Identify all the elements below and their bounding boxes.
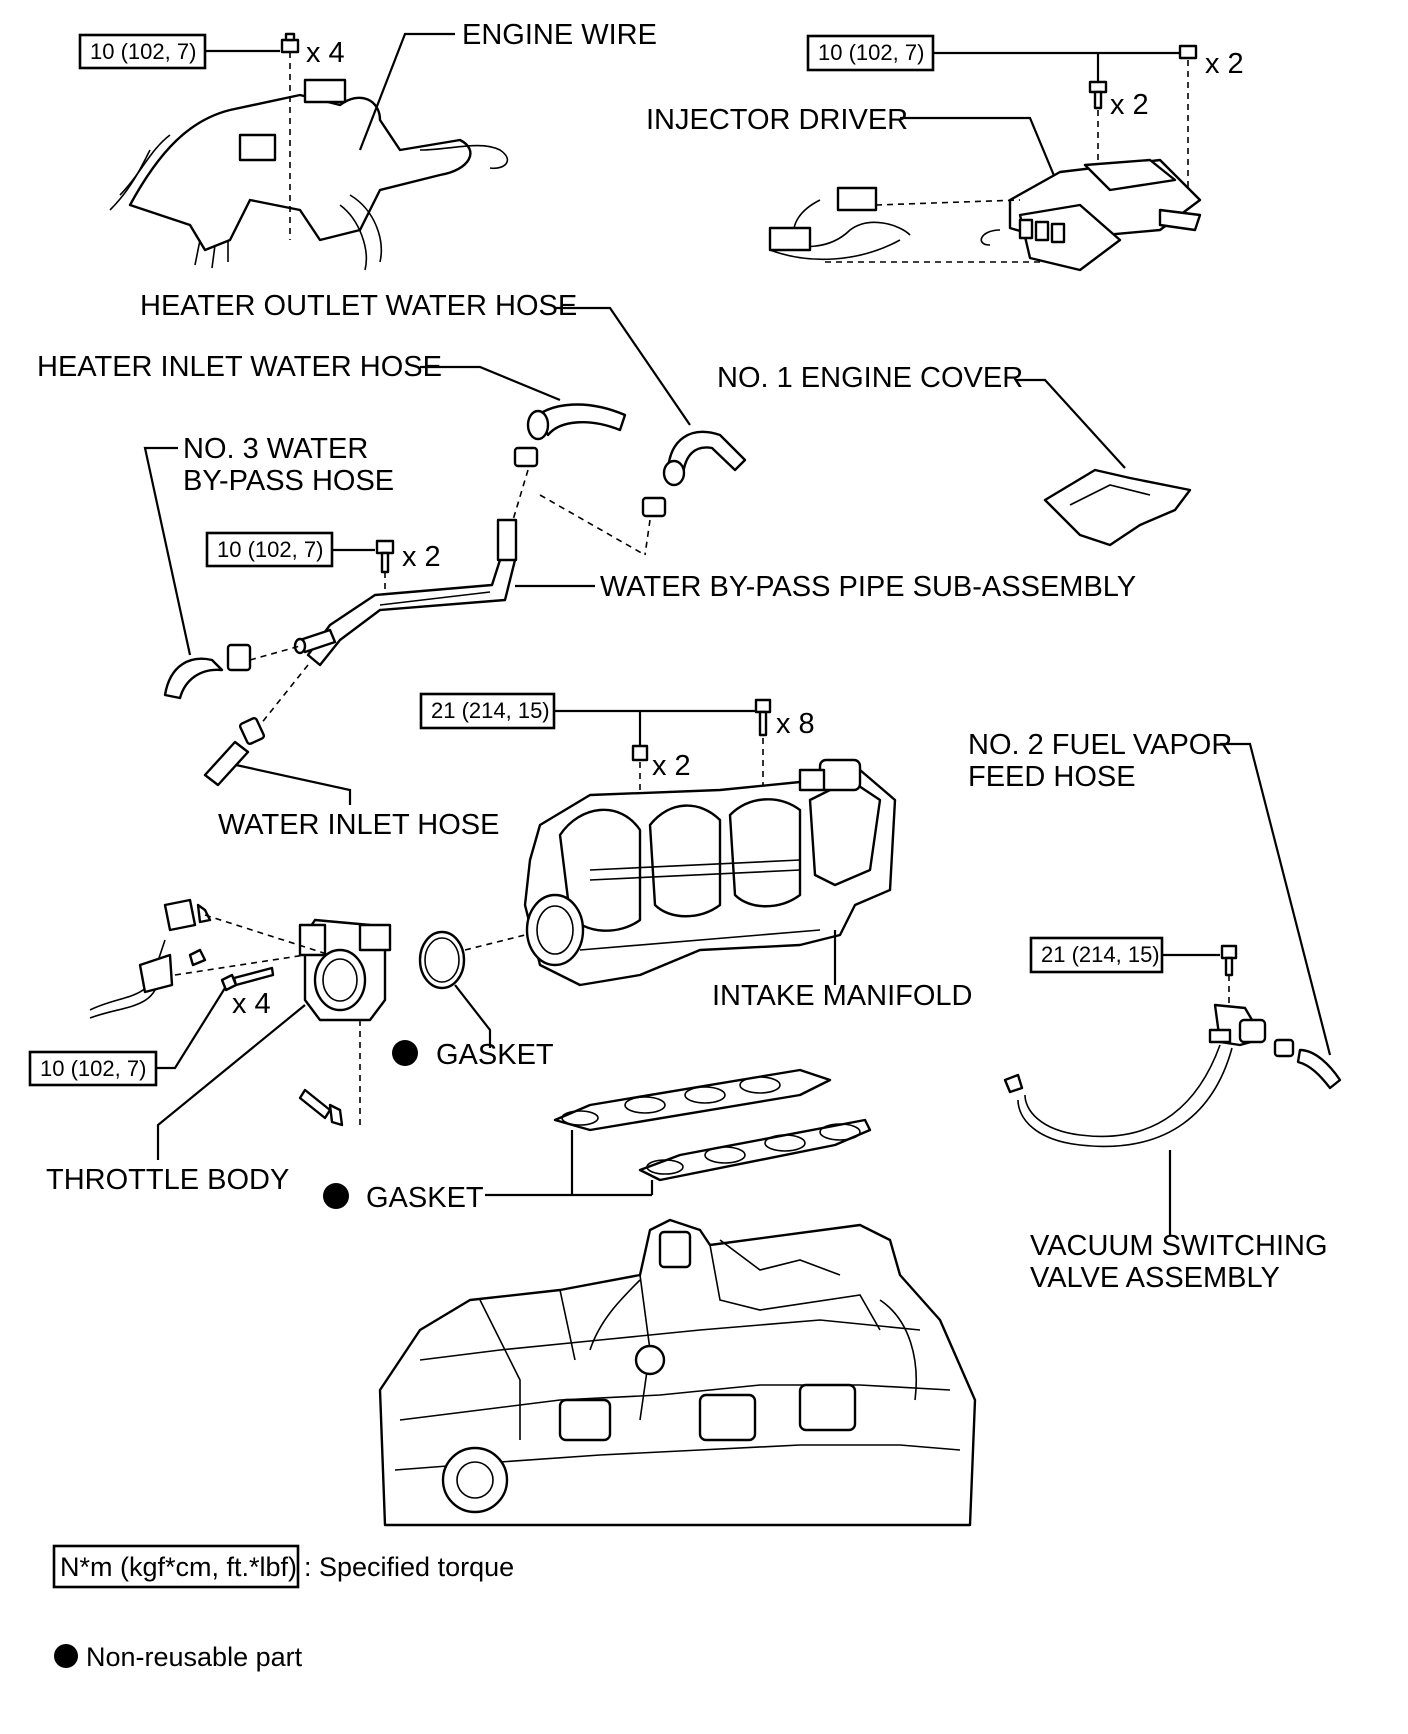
non-reusable-marker-2 bbox=[323, 1183, 349, 1209]
legend-torque-box bbox=[52, 1544, 300, 1589]
qty-injector-driver-bolts: x 2 bbox=[1110, 89, 1149, 121]
label-no3-bypass-line2: BY-PASS HOSE bbox=[183, 465, 394, 497]
torque-box-engine-wire bbox=[78, 33, 207, 70]
legend-non-reusable-marker bbox=[54, 1644, 78, 1668]
intake-manifold-part bbox=[523, 758, 897, 987]
label-fuel-vapor-line1: NO. 2 FUEL VAPOR bbox=[968, 729, 1232, 761]
qty-engine-wire-nuts: x 4 bbox=[306, 37, 345, 69]
label-heater-inlet-hose: HEATER INLET WATER HOSE bbox=[37, 351, 442, 383]
manifold-bolt bbox=[754, 698, 772, 737]
fuel-vapor-hose-part bbox=[1273, 1038, 1342, 1090]
label-gasket-2: GASKET bbox=[366, 1182, 484, 1214]
hose-clip-2 bbox=[641, 496, 667, 518]
qty-injector-driver-nuts: x 2 bbox=[1205, 48, 1244, 80]
label-fuel-vapor-line2: FEED HOSE bbox=[968, 761, 1136, 793]
engine-assembly-part bbox=[378, 1218, 977, 1527]
intake-manifold-gaskets-part bbox=[553, 1068, 872, 1182]
torque-box-intake-manifold bbox=[419, 692, 556, 730]
manifold-nut bbox=[631, 744, 649, 762]
torque-engine-wire: 10 (102, 7) bbox=[90, 39, 196, 64]
label-heater-outlet-hose: HEATER OUTLET WATER HOSE bbox=[140, 290, 577, 322]
label-no3-bypass-line1: NO. 3 WATER bbox=[183, 433, 368, 465]
water-bypass-pipe-part bbox=[293, 518, 518, 667]
torque-throttle-body: 10 (102, 7) bbox=[40, 1056, 146, 1081]
throttle-lower-hose bbox=[298, 1088, 344, 1127]
water-inlet-hose-part bbox=[203, 717, 266, 787]
engine-cover-part bbox=[1043, 468, 1192, 547]
qty-throttle-body-bolts: x 4 bbox=[232, 988, 271, 1020]
qty-bypass-pipe-bolts: x 2 bbox=[402, 541, 441, 573]
label-vsv-line2: VALVE ASSEMBLY bbox=[1030, 1262, 1280, 1294]
label-gasket-1: GASKET bbox=[436, 1039, 554, 1071]
label-vsv-line1: VACUUM SWITCHING bbox=[1030, 1230, 1328, 1262]
no3-bypass-hose-part bbox=[163, 643, 252, 700]
injector-wire-harness bbox=[768, 186, 1040, 263]
label-injector-driver: INJECTOR DRIVER bbox=[646, 104, 908, 136]
throttle-body-gasket-part bbox=[418, 930, 466, 990]
bypass-pipe-bolt bbox=[375, 539, 395, 574]
vsv-part bbox=[1003, 1003, 1267, 1148]
hose-clip-1 bbox=[513, 446, 539, 468]
torque-box-injector-driver bbox=[806, 34, 935, 72]
label-throttle-body: THROTTLE BODY bbox=[46, 1164, 289, 1196]
legend-torque-units: N*m (kgf*cm, ft.*lbf) bbox=[60, 1552, 297, 1582]
torque-injector-driver: 10 (102, 7) bbox=[818, 40, 924, 65]
label-intake-manifold: INTAKE MANIFOLD bbox=[712, 980, 973, 1012]
torque-vsv: 21 (214, 15) bbox=[1041, 942, 1160, 967]
torque-box-bypass-pipe bbox=[205, 531, 334, 568]
throttle-body-part bbox=[298, 918, 392, 1022]
engine-wire-part bbox=[109, 52, 509, 271]
vsv-bolt bbox=[1220, 944, 1238, 977]
throttle-body-bolt bbox=[220, 966, 275, 992]
throttle-sensor-connector bbox=[89, 898, 212, 1019]
label-engine-wire: ENGINE WIRE bbox=[462, 19, 657, 51]
label-water-inlet-hose: WATER INLET HOSE bbox=[218, 809, 499, 841]
heater-outlet-hose-part bbox=[662, 430, 747, 487]
injector-driver-bolt bbox=[1088, 80, 1108, 110]
heater-inlet-hose-part bbox=[526, 403, 627, 441]
label-bypass-pipe: WATER BY-PASS PIPE SUB-ASSEMBLY bbox=[600, 571, 1136, 603]
torque-intake-manifold: 21 (214, 15) bbox=[431, 698, 550, 723]
torque-bypass-pipe: 10 (102, 7) bbox=[217, 537, 323, 562]
label-engine-cover: NO. 1 ENGINE COVER bbox=[717, 362, 1023, 394]
legend-torque-desc: : Specified torque bbox=[304, 1552, 514, 1582]
non-reusable-marker-1 bbox=[392, 1040, 418, 1066]
qty-manifold-nuts: x 2 bbox=[652, 750, 691, 782]
engine-wire-nut bbox=[280, 32, 300, 54]
legend-non-reusable: Non-reusable part bbox=[86, 1642, 303, 1672]
injector-driver-nut bbox=[1178, 44, 1198, 60]
qty-manifold-bolts: x 8 bbox=[776, 708, 815, 740]
injector-driver-part bbox=[980, 158, 1202, 272]
